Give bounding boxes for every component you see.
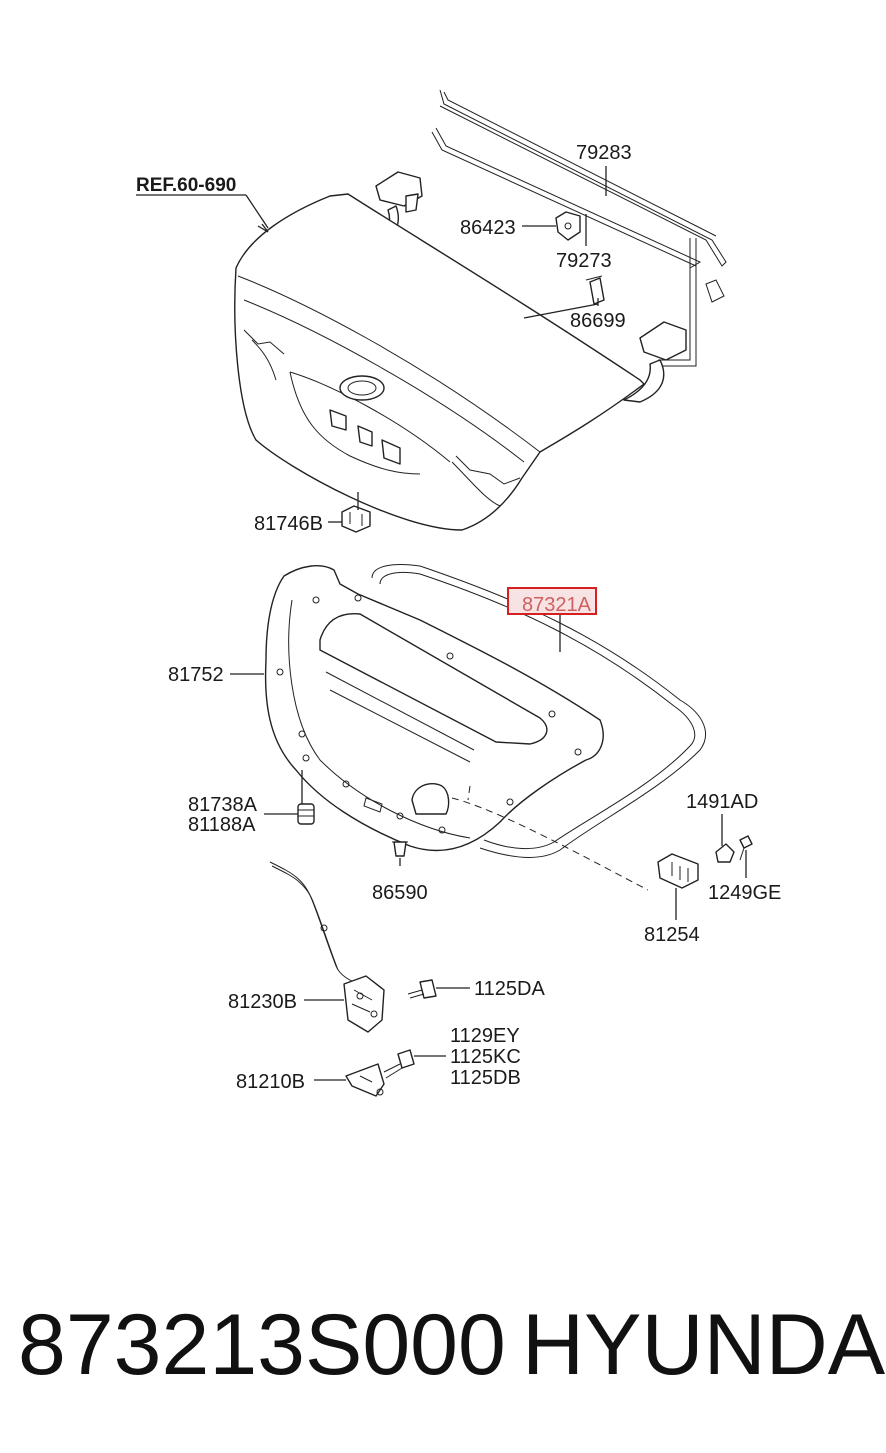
grommet-1491AD [715, 843, 735, 863]
screw-1249GE [739, 835, 753, 861]
bolt-1125DA [407, 979, 437, 999]
label-1125KC: 1125KC [450, 1046, 521, 1068]
part-number: 873213S000 [18, 1297, 506, 1393]
clip-86590 [392, 841, 408, 857]
bolt-86699 [585, 275, 605, 305]
bolt-1129EY [383, 1049, 415, 1079]
label-81738A: 81738A [188, 794, 258, 816]
weatherstrip-87321A [371, 564, 706, 858]
striker-81210B [345, 1063, 385, 1097]
label-86423: 86423 [460, 217, 516, 239]
label-81210B: 81210B [236, 1071, 305, 1093]
latch-81230B [269, 861, 385, 1033]
label-1129EY: 1129EY [450, 1025, 520, 1047]
switch-81254 [657, 853, 699, 889]
clip-86423 [555, 211, 581, 241]
label-1125DA: 1125DA [474, 978, 545, 1000]
label-79283: 79283 [576, 142, 632, 164]
label-81188A: 81188A [188, 814, 256, 836]
label-1249GE: 1249GE [708, 882, 781, 904]
label-81746B: 81746B [254, 513, 323, 535]
ref-label: REF.60-690 [136, 175, 236, 196]
label-81752: 81752 [168, 664, 224, 686]
striker-81746B [341, 505, 371, 533]
label-87321A: 87321A [522, 594, 592, 616]
label-81230B: 81230B [228, 991, 297, 1013]
bumper-81738A [297, 803, 315, 825]
trunk-lid-panel [234, 193, 645, 531]
torsion-bars [431, 89, 727, 367]
label-81254: 81254 [644, 924, 700, 946]
brand-name: HYUNDAI [522, 1297, 886, 1393]
hinge-right [623, 321, 687, 403]
label-86699: 86699 [570, 310, 626, 332]
label-1491AD: 1491AD [686, 791, 758, 813]
label-1125DB: 1125DB [450, 1067, 521, 1089]
footer: 873213S000 HYUNDAI [0, 1290, 886, 1400]
label-79273: 79273 [556, 250, 612, 272]
trim-panel-81752 [264, 565, 604, 852]
leader-lines [136, 166, 747, 1081]
label-86590: 86590 [372, 882, 428, 904]
highlight-box-87321A [507, 587, 597, 615]
